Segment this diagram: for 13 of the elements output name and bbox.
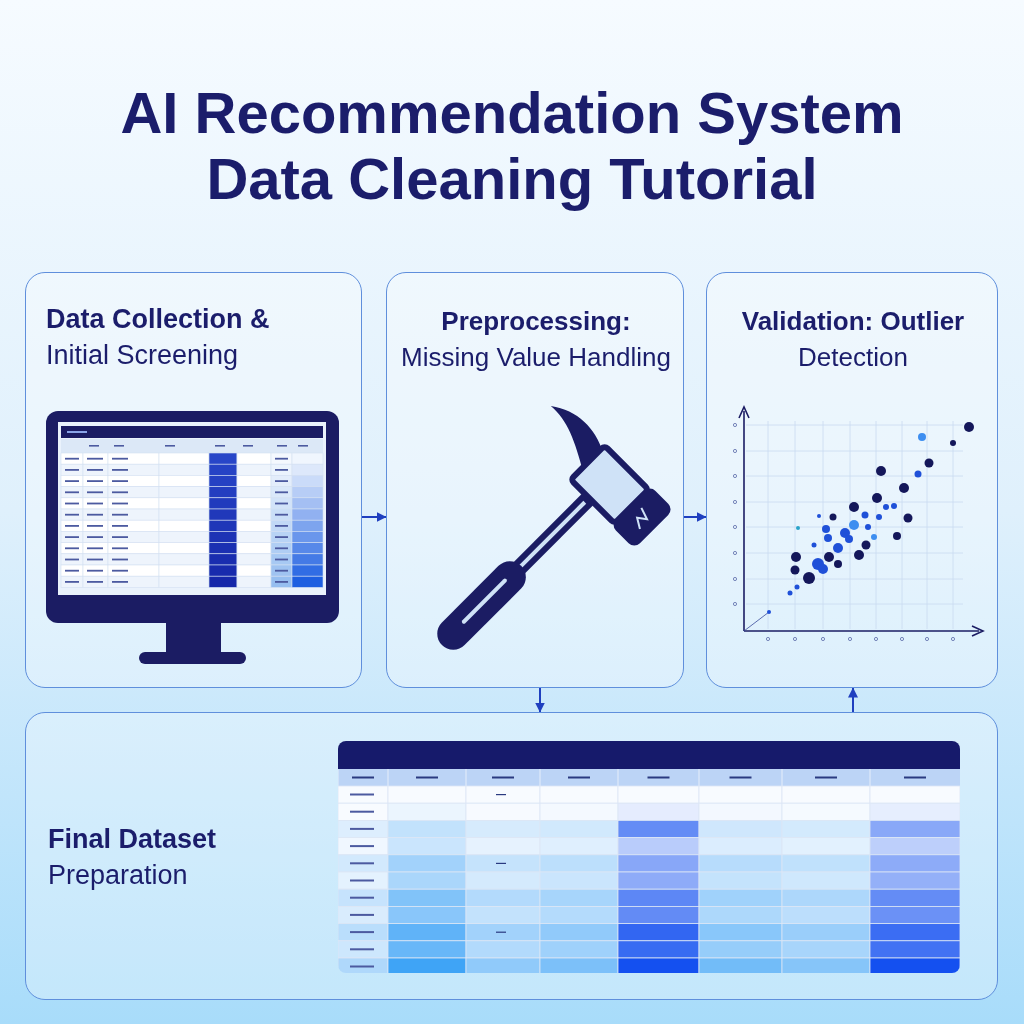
step-panel [25,272,362,688]
step-panel [386,272,684,688]
panel-heading: Validation: Outlier Detection [740,305,966,374]
step-panel [25,712,998,1000]
arrow [848,687,858,713]
arrow [535,687,545,713]
panel-heading: Data Collection & Initial Screening [46,303,271,372]
panel-heading: Final Dataset Preparation [48,823,218,892]
step-panel [706,272,998,688]
arrow [361,512,387,522]
arrow [683,512,707,522]
diagram-title: AI Recommendation System Data Cleaning Tutorial [119,80,905,212]
panel-heading: Preprocessing: Missing Value Handling [400,305,672,374]
